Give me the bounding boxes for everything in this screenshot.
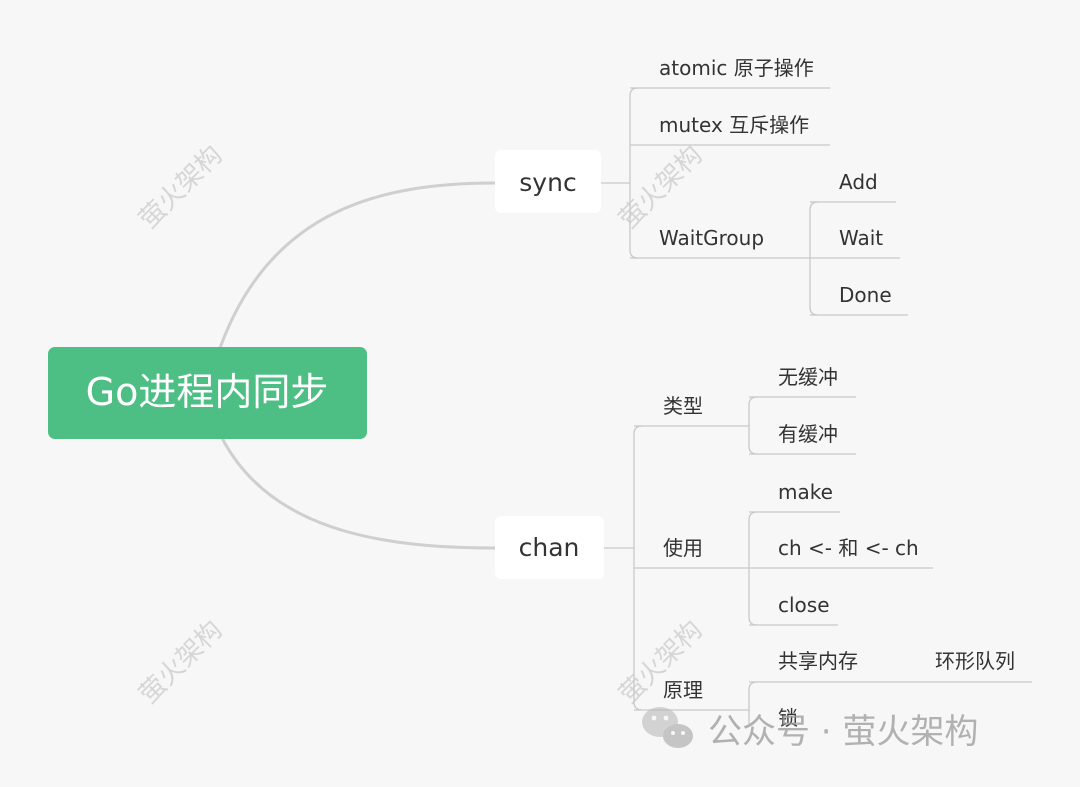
sync-node-box xyxy=(495,150,601,213)
sync-connectors xyxy=(601,87,908,316)
chan-node-label: chan xyxy=(519,533,580,562)
sync-node-label: sync xyxy=(519,168,576,197)
watermark-text: 萤火架构 xyxy=(134,615,229,710)
node-unbuffered[interactable]: 无缓冲 xyxy=(778,365,838,389)
sync-node[interactable]: sync xyxy=(495,150,601,213)
node-principle[interactable]: 原理 xyxy=(663,678,703,702)
node-ring-queue[interactable]: 环形队列 xyxy=(935,649,1015,673)
footer-watermark-text: 公众号 · 萤火架构 xyxy=(708,712,978,752)
branch-line-sync xyxy=(218,181,496,349)
root-node[interactable]: Go进程内同步 xyxy=(48,347,367,439)
root-node-box xyxy=(48,347,367,439)
footer-watermark: 公众号 · 萤火架构 xyxy=(642,707,978,752)
root-node-label: Go进程内同步 xyxy=(86,370,329,414)
chan-node[interactable]: chan xyxy=(495,516,604,579)
chan-connectors xyxy=(604,396,1032,724)
node-buffered[interactable]: 有缓冲 xyxy=(778,422,838,446)
branch-line-chan xyxy=(220,437,496,550)
node-mutex[interactable]: mutex 互斥操作 xyxy=(659,113,809,137)
node-atomic[interactable]: atomic 原子操作 xyxy=(659,56,814,80)
node-add[interactable]: Add xyxy=(839,170,878,194)
node-wait[interactable]: Wait xyxy=(839,226,883,250)
node-type[interactable]: 类型 xyxy=(663,394,703,418)
node-shared-memory[interactable]: 共享内存 xyxy=(778,649,858,673)
watermark-text: 萤火架构 xyxy=(134,140,229,235)
node-send-recv[interactable]: ch <- 和 <- ch xyxy=(778,536,919,560)
node-done[interactable]: Done xyxy=(839,283,892,307)
node-lock[interactable]: 锁 xyxy=(778,706,798,730)
node-usage[interactable]: 使用 xyxy=(663,536,703,560)
chan-node-box xyxy=(495,516,604,579)
node-close[interactable]: close xyxy=(778,593,830,617)
watermark-text: 萤火架构 xyxy=(614,140,709,235)
node-waitgroup[interactable]: WaitGroup xyxy=(659,226,764,250)
wechat-icon xyxy=(642,707,693,748)
node-make[interactable]: make xyxy=(778,480,833,504)
